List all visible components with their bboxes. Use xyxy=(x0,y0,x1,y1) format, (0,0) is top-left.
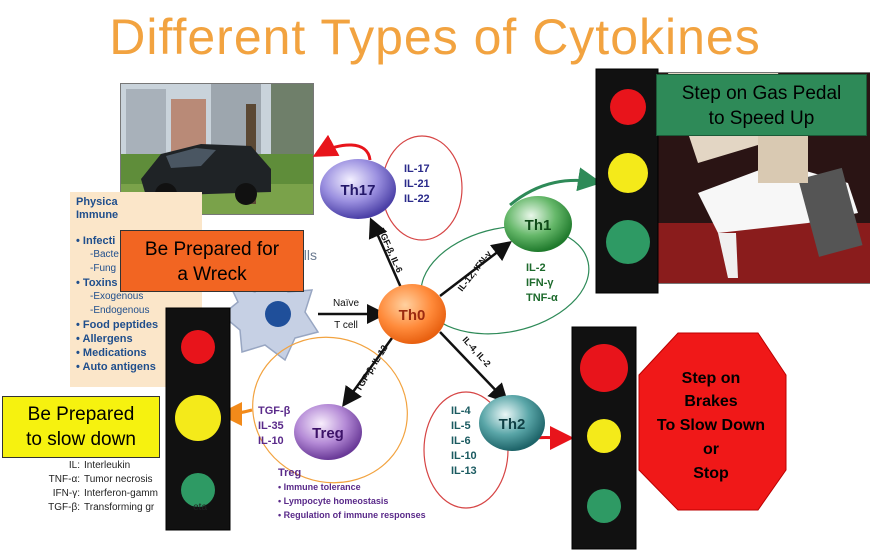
traffic-light-yellow xyxy=(587,419,621,453)
traffic-light-red xyxy=(181,330,215,364)
stimulus-item: • Medications xyxy=(76,347,147,359)
th1-label: Th1 xyxy=(525,217,552,234)
traffic-light-yellow xyxy=(175,395,221,441)
th1-cell xyxy=(504,196,572,252)
stimulus-item: • Auto antigens xyxy=(76,361,156,373)
legend-row: TGF-β:Transforming gr eta xyxy=(48,502,208,513)
th17-cytokine: IL-22 xyxy=(404,193,430,205)
stop-text-line: Brakes xyxy=(684,393,737,410)
stop-text-line: or xyxy=(703,441,719,458)
stimulus-item: • Toxins xyxy=(76,277,118,289)
treg-function-item: • Regulation of immune responses xyxy=(278,510,426,520)
slow-callout-line1: Be Prepared xyxy=(27,404,135,425)
apc-nucleus xyxy=(265,301,291,327)
stimulus-subitem: -Bacte xyxy=(90,249,119,260)
naive-label-2: T cell xyxy=(334,320,358,331)
naive-label-1: Naïve xyxy=(333,298,360,309)
th1-cytokine: IFN-γ xyxy=(526,277,554,289)
treg-cell xyxy=(294,404,362,460)
slow-callout-line2: to slow down xyxy=(26,429,136,450)
stop-text-line: Step on xyxy=(682,370,741,387)
stop-text-line: Stop xyxy=(693,465,729,482)
traffic-light-green xyxy=(587,489,621,523)
th2-cell xyxy=(479,395,545,451)
gas-callout-line1: Step on Gas Pedal xyxy=(681,83,842,104)
stimulus-subitem: -Endogenous xyxy=(90,305,150,316)
th1-cytokine: IL-2 xyxy=(526,262,546,274)
stop-text-line: To Slow Down xyxy=(657,417,765,434)
th1-arrow-label: IL-12, IFN-γ xyxy=(456,249,494,293)
th0-cell xyxy=(378,284,446,344)
th2-cytokine: IL-6 xyxy=(451,435,471,447)
wreck-callout-line2: a Wreck xyxy=(177,264,247,285)
th1-cytokine: TNF-α xyxy=(526,292,558,304)
traffic-light-red xyxy=(610,89,646,125)
treg-cytokine-oval xyxy=(252,336,408,484)
th2-arrow-label: IL-4, IL-2 xyxy=(461,335,493,369)
slow-down-callout: Be Prepared to slow down xyxy=(2,396,160,458)
th17-to-wreck-arrow xyxy=(312,134,372,161)
treg-cytokine: TGF-β xyxy=(258,405,291,417)
box-heading-line1: Physica xyxy=(76,196,118,208)
treg-cytokine: IL-10 xyxy=(258,435,284,447)
legend-row: IL:Interleukin xyxy=(68,460,131,471)
th17-arrow-label: TGF-β, IL-6 xyxy=(376,227,404,274)
th2-label: Th2 xyxy=(499,416,526,433)
stimulus-item: • Food peptides xyxy=(76,319,159,331)
th2-cytokine: IL-4 xyxy=(451,405,471,417)
th17-label: Th17 xyxy=(340,182,375,199)
stimulus-subitem: -Fung xyxy=(90,263,117,274)
th17-cell xyxy=(320,159,396,219)
gas-pedal-callout: Step on Gas Pedal to Speed Up xyxy=(656,74,867,136)
th1-to-gas-arrow xyxy=(509,167,602,207)
box-heading-line2: Immune xyxy=(76,209,119,221)
traffic-light-green xyxy=(181,473,215,507)
th17-cytokine: IL-21 xyxy=(404,178,430,190)
page-title: Different Types of Cytokines xyxy=(109,9,761,65)
th2-cytokine: IL-13 xyxy=(451,465,477,477)
stop-octagon xyxy=(638,332,787,511)
th1-arrow xyxy=(439,240,512,297)
treg-cytokine: IL-35 xyxy=(258,420,284,432)
legend-row: IFN-γ:Interferon-gamm xyxy=(52,488,158,499)
wreck-callout-line1: Be Prepared for xyxy=(144,239,280,260)
legend-row: TNF-α:Tumor necrosis xyxy=(48,474,153,485)
traffic-light-yellow xyxy=(608,153,648,193)
th0-label: Th0 xyxy=(399,307,426,324)
treg-arrow xyxy=(342,337,394,408)
treg-label: Treg xyxy=(312,425,344,442)
abbreviation-legend: IL:Interleukin TNF-α:Tumor necrosis IFN-… xyxy=(18,459,207,515)
th2-cytokine: IL-10 xyxy=(451,450,477,462)
treg-functions-heading: Treg xyxy=(278,467,301,479)
gas-callout-line2: to Speed Up xyxy=(708,108,815,129)
traffic-light-green xyxy=(606,220,650,264)
treg-function-item: • Lympocyte homeostasis xyxy=(278,496,388,506)
wreck-callout: Be Prepared for a Wreck xyxy=(120,230,304,292)
th17-arrow xyxy=(368,217,404,291)
th2-cytokine: IL-5 xyxy=(451,420,471,432)
stimulus-item: • Infecti xyxy=(76,235,116,247)
treg-function-item: • Immune tolerance xyxy=(278,482,361,492)
th17-cytokine: IL-17 xyxy=(404,163,430,175)
traffic-light-red xyxy=(580,344,628,392)
th2-arrow xyxy=(439,331,509,404)
stimulus-item: • Allergens xyxy=(76,333,133,345)
stimulus-subitem: -Exogenous xyxy=(90,291,144,302)
